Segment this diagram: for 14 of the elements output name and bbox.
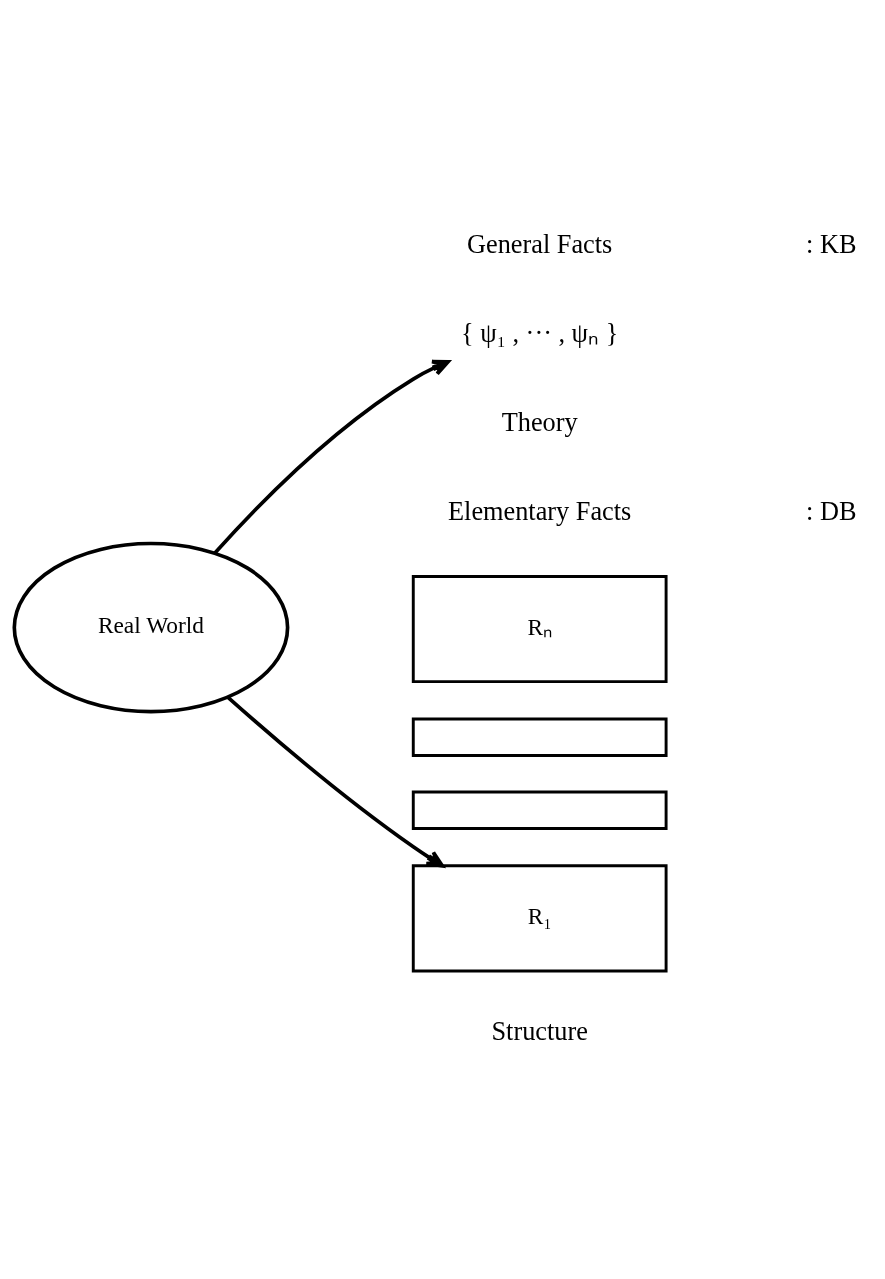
label: : KB [806, 229, 857, 259]
node-box [411, 716, 668, 757]
arrow [227, 695, 445, 868]
node-label: Theory [501, 407, 578, 437]
node-ellipse: Real World [12, 541, 290, 713]
node-box: R₁ [411, 863, 668, 972]
label: : DB [806, 496, 857, 526]
node-text: { ψ₁ , ··· , ψₙ } [461, 318, 619, 348]
arrow [213, 359, 450, 554]
label: Elementary Facts [448, 496, 632, 526]
node-label: Structure [491, 1016, 588, 1046]
node-box: Rₙ [411, 574, 668, 683]
node-box [411, 790, 668, 830]
label: General Facts [467, 229, 613, 259]
